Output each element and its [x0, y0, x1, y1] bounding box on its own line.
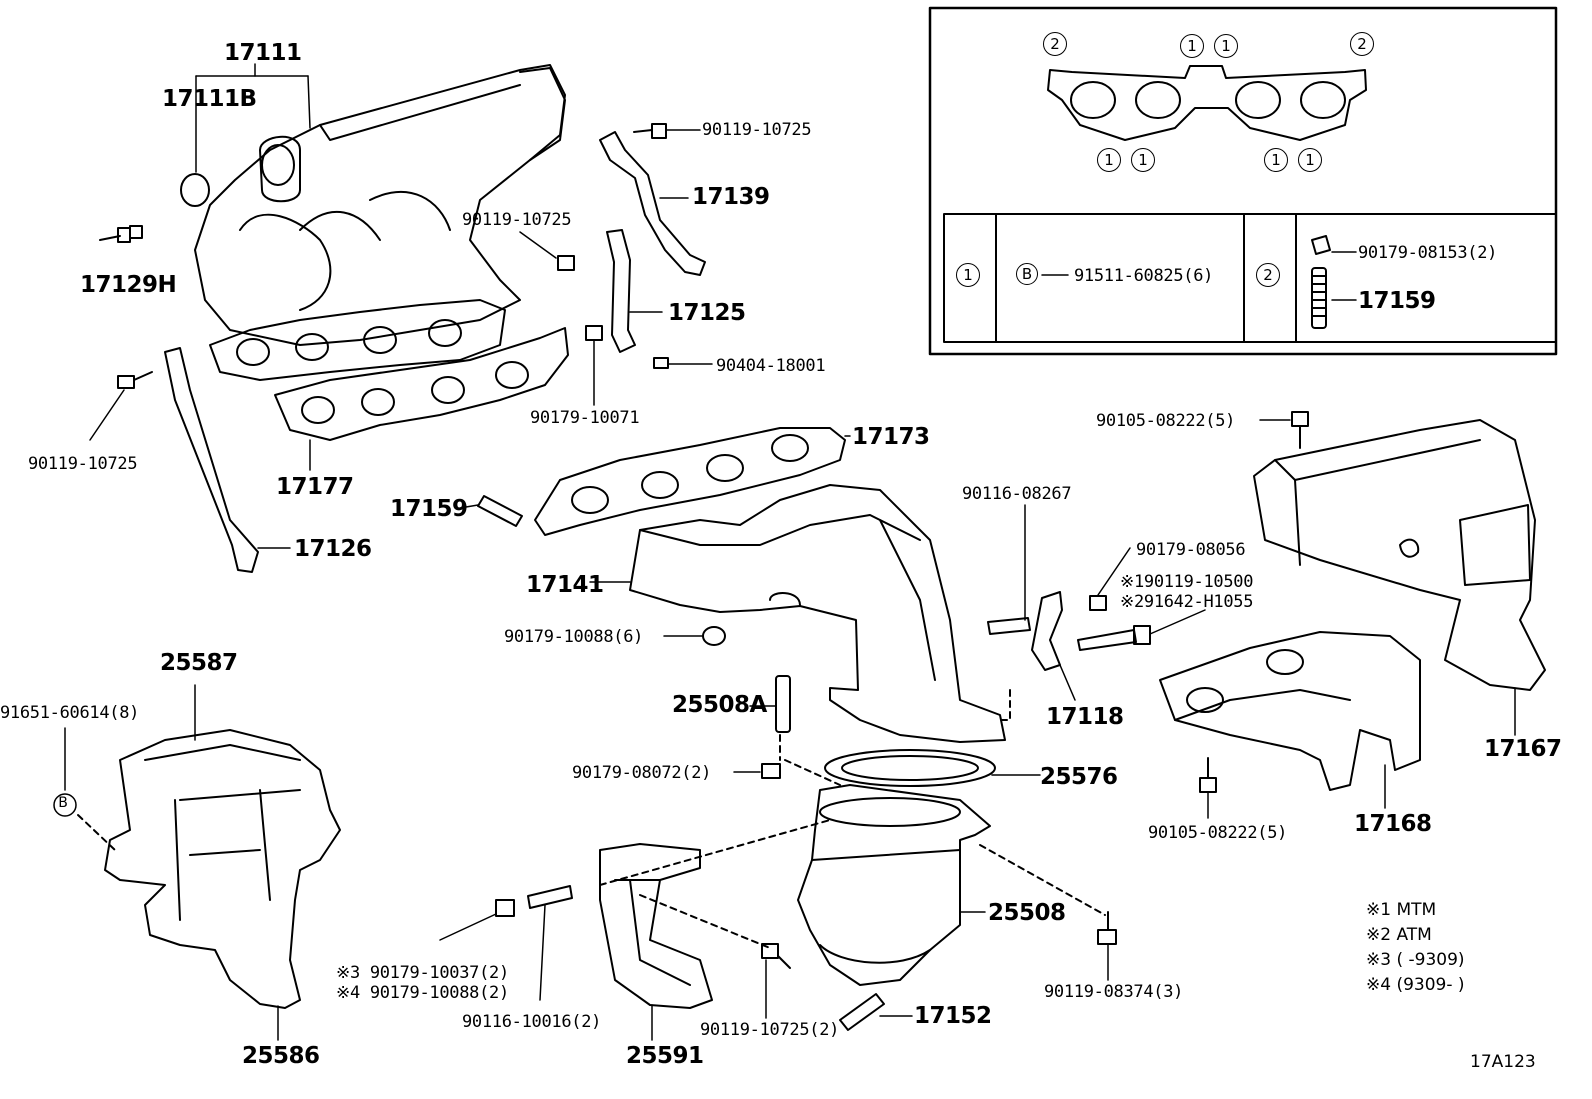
- label-90105-08222-top: 90105-08222(5): [1096, 411, 1236, 431]
- label-90404-18001: 90404-18001: [716, 356, 826, 376]
- diagram-code: 17A123: [1470, 1052, 1536, 1072]
- label-17126: 17126: [294, 536, 372, 562]
- stay-17125: [606, 229, 636, 353]
- inset-gasket-mark: 2: [1350, 32, 1374, 56]
- label-25576: 25576: [1040, 764, 1118, 790]
- label-25586: 25586: [242, 1043, 320, 1069]
- inset-gasket-mark: 1: [1097, 148, 1121, 172]
- bracket-25591: [599, 843, 713, 1041]
- b-marker-circle: [53, 793, 77, 817]
- bolt-90119-10725-left: [89, 371, 153, 441]
- label-25587: 25587: [160, 650, 238, 676]
- bolt-17129h: [99, 225, 143, 243]
- label-17139: 17139: [692, 184, 770, 210]
- label-90105-08222-bottom: 90105-08222(5): [1148, 823, 1288, 843]
- label-90119-10500: ※190119-10500: [1120, 572, 1254, 592]
- note-atm: ※2 ATM: [1366, 925, 1432, 945]
- stud-90116-08267: [987, 504, 1031, 635]
- label-90179-08056: 90179-08056: [1136, 540, 1246, 560]
- bracket-17118: [1031, 591, 1063, 671]
- label-90179-10071: 90179-10071: [530, 408, 640, 428]
- label-17167: 17167: [1484, 736, 1562, 762]
- inset-b-circle: B: [1016, 263, 1038, 285]
- label-17173: 17173: [852, 424, 930, 450]
- stud-17152: [839, 993, 913, 1031]
- bolt-90105-08222-bottom: [1199, 757, 1217, 819]
- converter-25508: [797, 784, 991, 986]
- heat-insulator-17167: [1253, 419, 1546, 736]
- label-90179-10037: ※3 90179-10037(2): [336, 963, 509, 983]
- stay-17139: [599, 131, 706, 276]
- label-25508: 25508: [988, 900, 1066, 926]
- label-90119-10725-d: 90119-10725(2): [700, 1020, 840, 1040]
- label-17168: 17168: [1354, 811, 1432, 837]
- label-17129h: 17129H: [80, 272, 177, 298]
- note-3: ※3 ( -9309): [1366, 950, 1465, 970]
- label-90119-10725-b: 90119-10725: [462, 210, 572, 230]
- inset-gasket-mark: 2: [1043, 32, 1067, 56]
- nut-90119-10725-mid: [519, 231, 575, 271]
- inset-gasket: [1047, 65, 1367, 141]
- inset-gasket-mark: 1: [1214, 34, 1238, 58]
- bolt-90119-08374: [1097, 911, 1117, 981]
- inset-panel: [928, 6, 1558, 356]
- inset-gasket-mark: 1: [1298, 148, 1322, 172]
- label-90119-10725-c: 90119-10725: [28, 454, 138, 474]
- inset-part-90179-08153: 90179-08153(2): [1358, 243, 1498, 263]
- inset-part-17159: 17159: [1358, 288, 1436, 314]
- bolt-90119-10725-top: [633, 123, 701, 139]
- stud-25508a: [749, 675, 791, 733]
- heat-insulator-17168: [1159, 631, 1421, 809]
- label-91651-60614: 91651-60614(8): [0, 703, 140, 723]
- label-17141: 17141: [526, 572, 604, 598]
- inset-gasket-mark: 1: [1180, 34, 1204, 58]
- nut-90179-10088-6: [663, 626, 726, 646]
- gasket-25576: [824, 749, 1041, 787]
- inset-part-91511: 91511-60825(6): [1074, 266, 1214, 286]
- label-90116-10016: 90116-10016(2): [462, 1012, 602, 1032]
- bolt-90119-10500: [1077, 609, 1206, 651]
- bolt-90105-08222-top: [1259, 411, 1309, 449]
- nut-90179-10071: [585, 325, 603, 406]
- intake-manifold-17111: [194, 64, 566, 381]
- note-mtm: ※1 MTM: [1366, 900, 1437, 920]
- label-25508a: 25508A: [672, 692, 767, 718]
- inset-gasket-mark: 1: [1131, 148, 1155, 172]
- label-90119-08374: 90119-08374(3): [1044, 982, 1184, 1002]
- inset-row-circle-1: 1: [956, 263, 980, 287]
- gasket-17173: [534, 427, 851, 536]
- label-90179-08072: 90179-08072(2): [572, 763, 712, 783]
- inset-gasket-mark: 1: [1264, 148, 1288, 172]
- stay-17126: [164, 347, 259, 573]
- label-17118: 17118: [1046, 704, 1124, 730]
- label-17152: 17152: [914, 1003, 992, 1029]
- label-90179-10088-2: ※4 90179-10088(2): [336, 983, 509, 1003]
- nut-90179-08056: [1089, 547, 1131, 611]
- insulator-25587: [104, 684, 341, 1041]
- label-17111b: 17111B: [162, 86, 257, 112]
- label-17159: 17159: [390, 496, 468, 522]
- b-marker-label: B: [58, 795, 68, 811]
- bolt-90119-10725-2: [761, 943, 791, 1019]
- nut-90179-08072: [733, 763, 781, 779]
- note-4: ※4 (9309- ): [1366, 975, 1465, 995]
- label-17125: 17125: [668, 300, 746, 326]
- label-25591: 25591: [626, 1043, 704, 1069]
- bolt-90404-18001: [653, 357, 713, 369]
- label-17111: 17111: [224, 40, 302, 66]
- label-90119-10725-a: 90119-10725: [702, 120, 812, 140]
- exhaust-manifold-17141: [589, 484, 1006, 743]
- label-91642-h1055: ※291642-H1055: [1120, 592, 1254, 612]
- label-90179-10088-6: 90179-10088(6): [504, 627, 644, 647]
- gasket-17177: [274, 327, 569, 441]
- label-17177: 17177: [276, 474, 354, 500]
- stud-90116-10016: [527, 885, 573, 1001]
- label-90116-08267: 90116-08267: [962, 484, 1072, 504]
- inset-row-circle-2: 2: [1256, 263, 1280, 287]
- stud-17159: [459, 495, 523, 527]
- nut-90179-10037: [439, 899, 515, 941]
- plug-17111b: [180, 173, 210, 207]
